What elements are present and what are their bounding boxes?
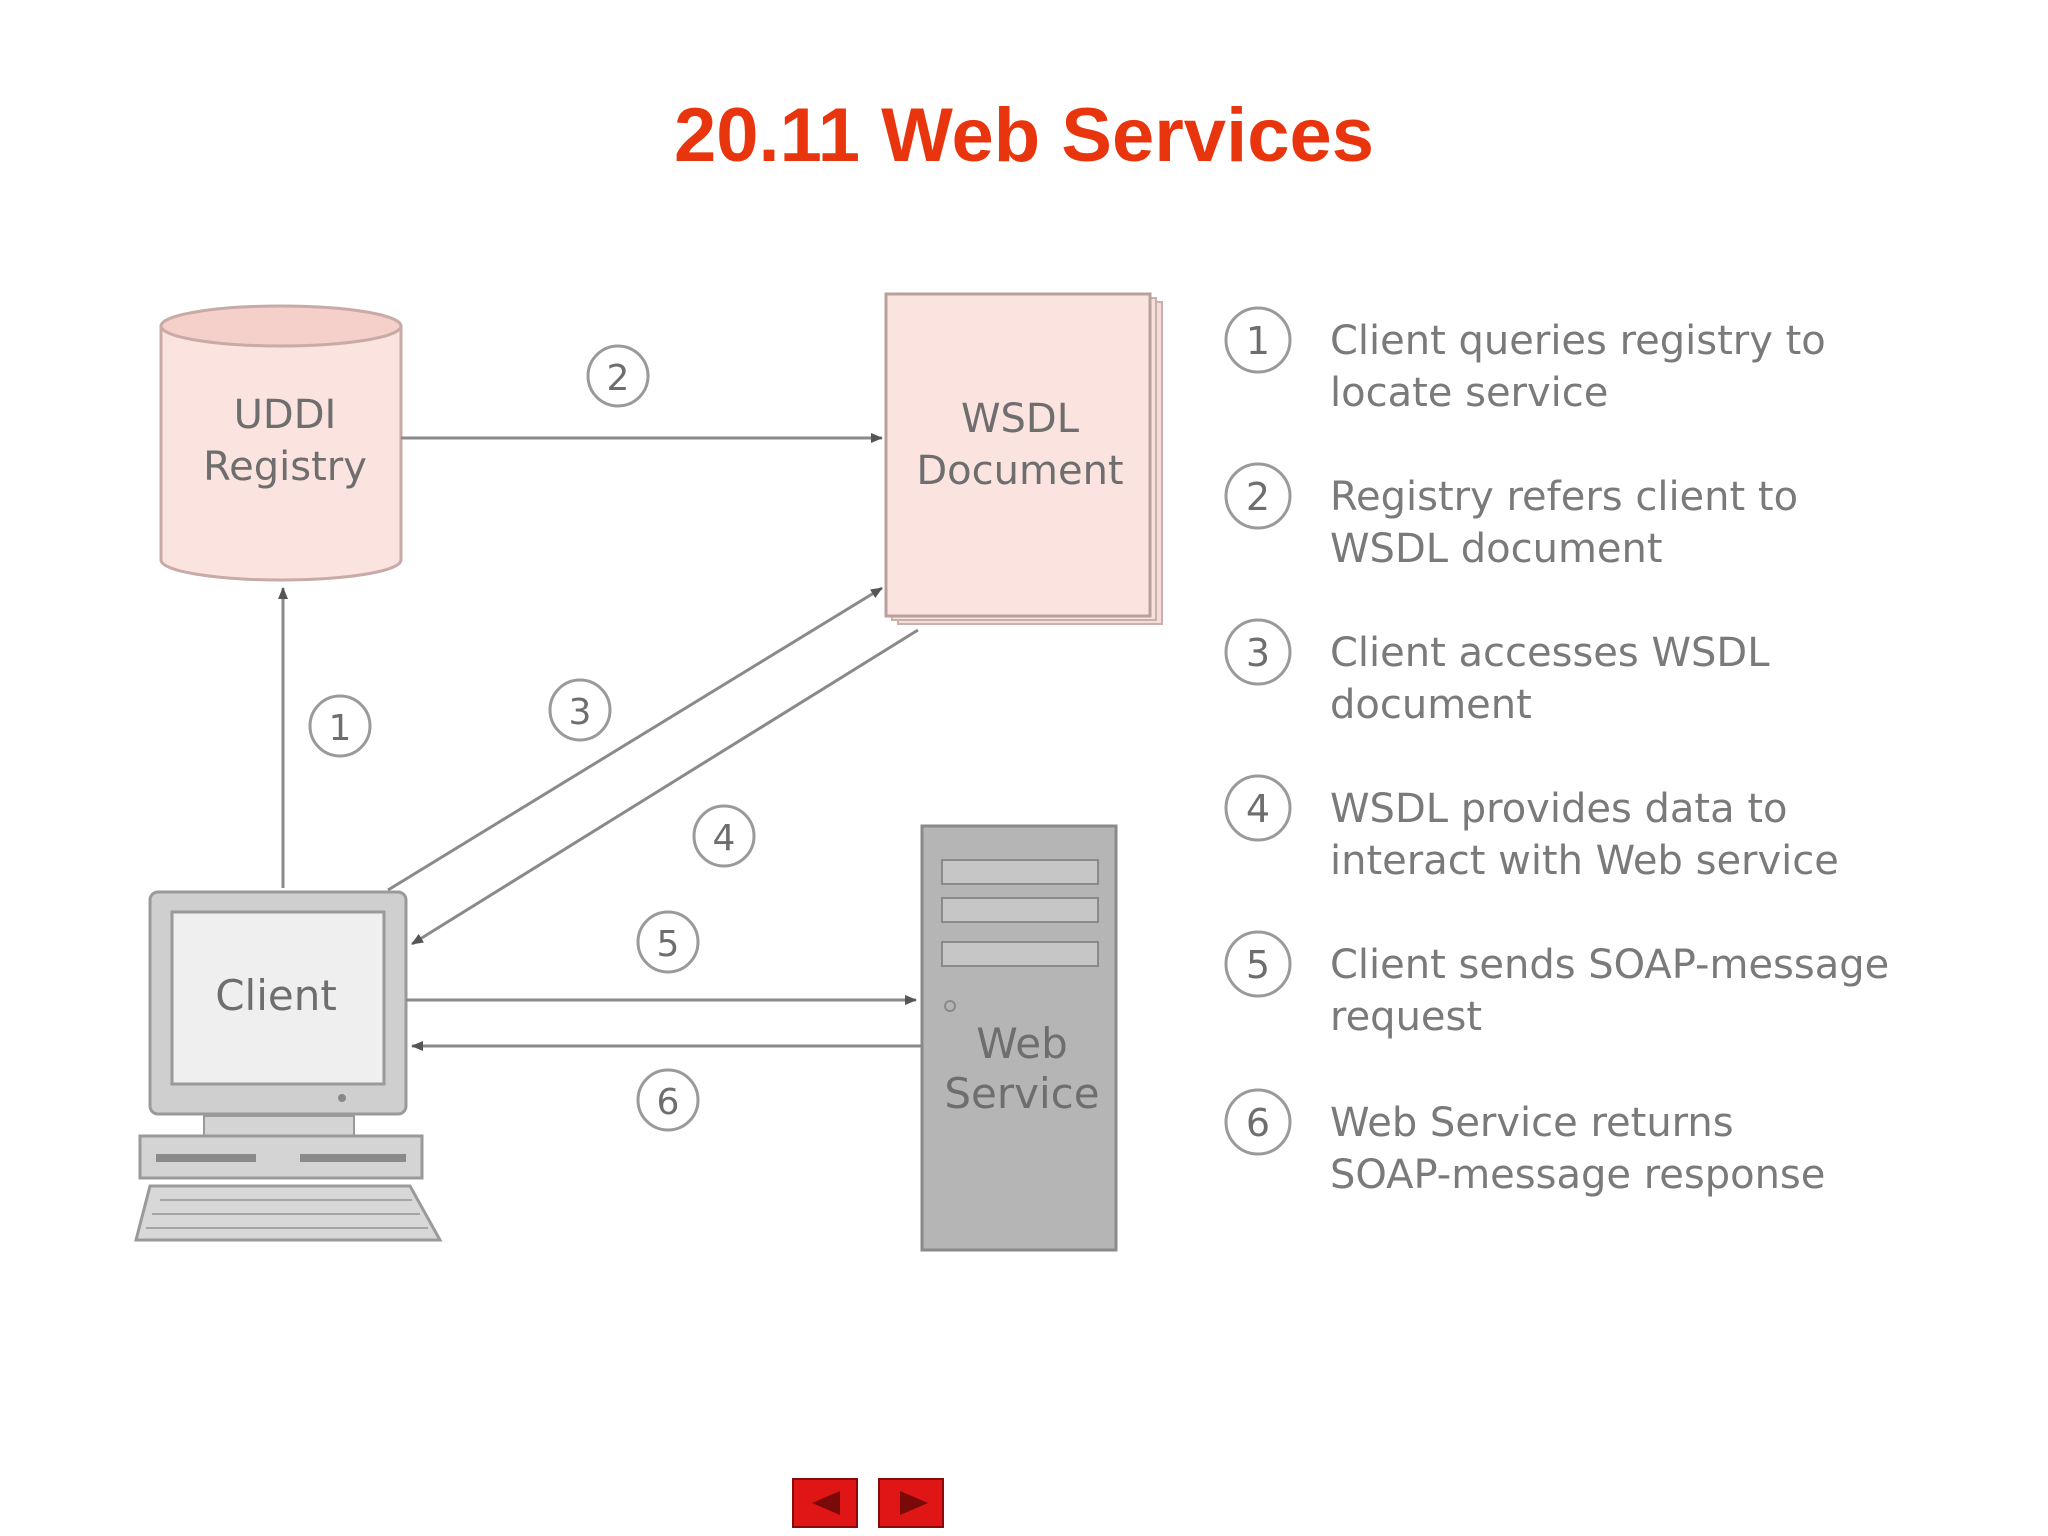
arrow-4 [411,628,919,946]
legend-item-2-line2: WSDL document [1330,526,1663,572]
legend-item-1-line2: locate service [1330,370,1608,416]
legend-item-6: 6 Web Service returns SOAP-message respo… [1224,1088,1825,1198]
legend-item-5: 5 Client sends SOAP-message request [1224,930,1889,1040]
arrow-badge-1-num: 1 [329,708,352,749]
legend-item-3-num: 3 [1246,631,1270,675]
arrow-badge-1: 1 [308,694,372,758]
slide-title: 20.11 Web Services [674,93,1374,178]
legend-item-5-num: 5 [1246,943,1270,987]
legend-item-6-line1: Web Service returns [1330,1100,1734,1146]
legend-item-3: 3 Client accesses WSDL document [1224,618,1770,728]
legend-item-1-line1: Client queries registry to [1330,318,1826,364]
next-slide-button[interactable] [878,1478,944,1528]
arrow-3 [387,586,883,892]
web-service-server: Web Service [920,824,1118,1252]
wsdl-document: WSDL Document [884,292,1163,625]
arrows [278,433,922,1051]
legend-item-3-line2: document [1330,682,1532,728]
uddi-label-line1: UDDI [234,392,337,438]
prev-slide-button[interactable] [792,1478,858,1528]
legend-item-1: 1 Client queries registry to locate serv… [1224,306,1826,416]
arrow-badge-6-num: 6 [657,1082,680,1123]
legend-item-4-num: 4 [1246,787,1270,831]
legend-item-2-num: 2 [1246,475,1270,519]
legend-item-1-num: 1 [1246,319,1270,363]
legend-item-4-line2: interact with Web service [1330,838,1839,884]
client-computer: Client [134,890,443,1242]
legend-item-5-line2: request [1330,994,1482,1040]
legend-item-4-line1: WSDL provides data to [1330,786,1787,832]
wsdl-label-line1: WSDL [961,396,1080,442]
uddi-label-line2: Registry [203,444,367,490]
arrow-badge-5: 5 [636,910,700,974]
arrow-number-badges: 1 2 3 4 5 6 [308,344,756,1132]
legend-item-4: 4 WSDL provides data to interact with We… [1224,774,1839,884]
legend-item-2-line1: Registry refers client to [1330,474,1798,520]
arrow-badge-3: 3 [548,678,612,742]
arrow-badge-6: 6 [636,1068,700,1132]
web-service-label-line2: Service [944,1069,1099,1118]
right-triangle-icon [900,1491,928,1515]
arrow-badge-3-num: 3 [569,692,592,733]
web-service-label-line1: Web [976,1019,1068,1068]
arrow-badge-5-num: 5 [657,924,680,965]
left-triangle-icon [812,1491,840,1515]
client-label: Client [215,971,337,1020]
legend-item-5-line1: Client sends SOAP-message [1330,942,1889,988]
wsdl-label-line2: Document [916,448,1123,494]
arrow-badge-2: 2 [586,344,650,408]
uddi-registry: UDDI Registry [159,304,403,582]
arrow-badge-4: 4 [692,804,756,868]
legend: 1 Client queries registry to locate serv… [1224,306,1889,1198]
arrow-badge-4-num: 4 [713,818,736,859]
legend-item-6-line2: SOAP-message response [1330,1152,1825,1198]
arrow-badge-2-num: 2 [607,358,630,399]
legend-item-3-line1: Client accesses WSDL [1330,630,1770,676]
legend-item-6-num: 6 [1246,1101,1270,1145]
legend-item-2: 2 Registry refers client to WSDL documen… [1224,462,1798,572]
